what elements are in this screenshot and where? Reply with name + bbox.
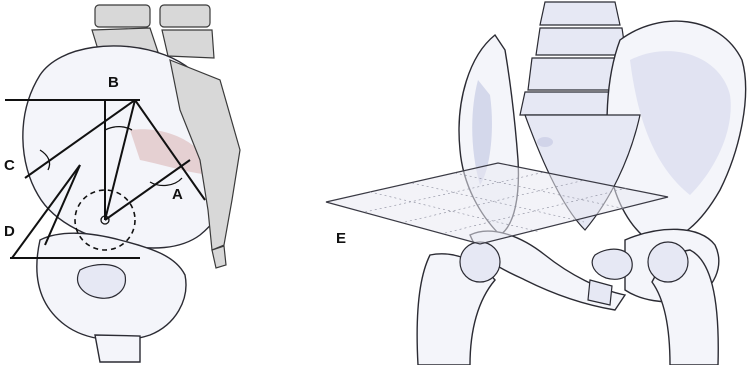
coccyx bbox=[212, 246, 226, 268]
label-b: B bbox=[108, 74, 119, 91]
pubic-symphysis bbox=[588, 280, 612, 305]
lateral-pelvis-panel: B C A D bbox=[4, 5, 240, 362]
lumbar-vertebra bbox=[162, 30, 214, 58]
left-femoral-head bbox=[460, 242, 500, 282]
label-c: C bbox=[4, 157, 15, 174]
lumbar-vertebra bbox=[95, 5, 150, 27]
label-d: D bbox=[4, 223, 15, 240]
label-a: A bbox=[172, 186, 183, 203]
lumbar-vertebra bbox=[160, 5, 210, 27]
label-e: E bbox=[336, 230, 346, 247]
right-femoral-head bbox=[648, 242, 688, 282]
lumbar-vertebra bbox=[540, 2, 620, 25]
lumbar-vertebra bbox=[536, 28, 626, 55]
sacral-foramen bbox=[537, 137, 553, 147]
obturator-foramen bbox=[592, 249, 632, 279]
anterior-pelvis-panel: E bbox=[326, 2, 746, 365]
femur-shaft bbox=[95, 335, 140, 362]
